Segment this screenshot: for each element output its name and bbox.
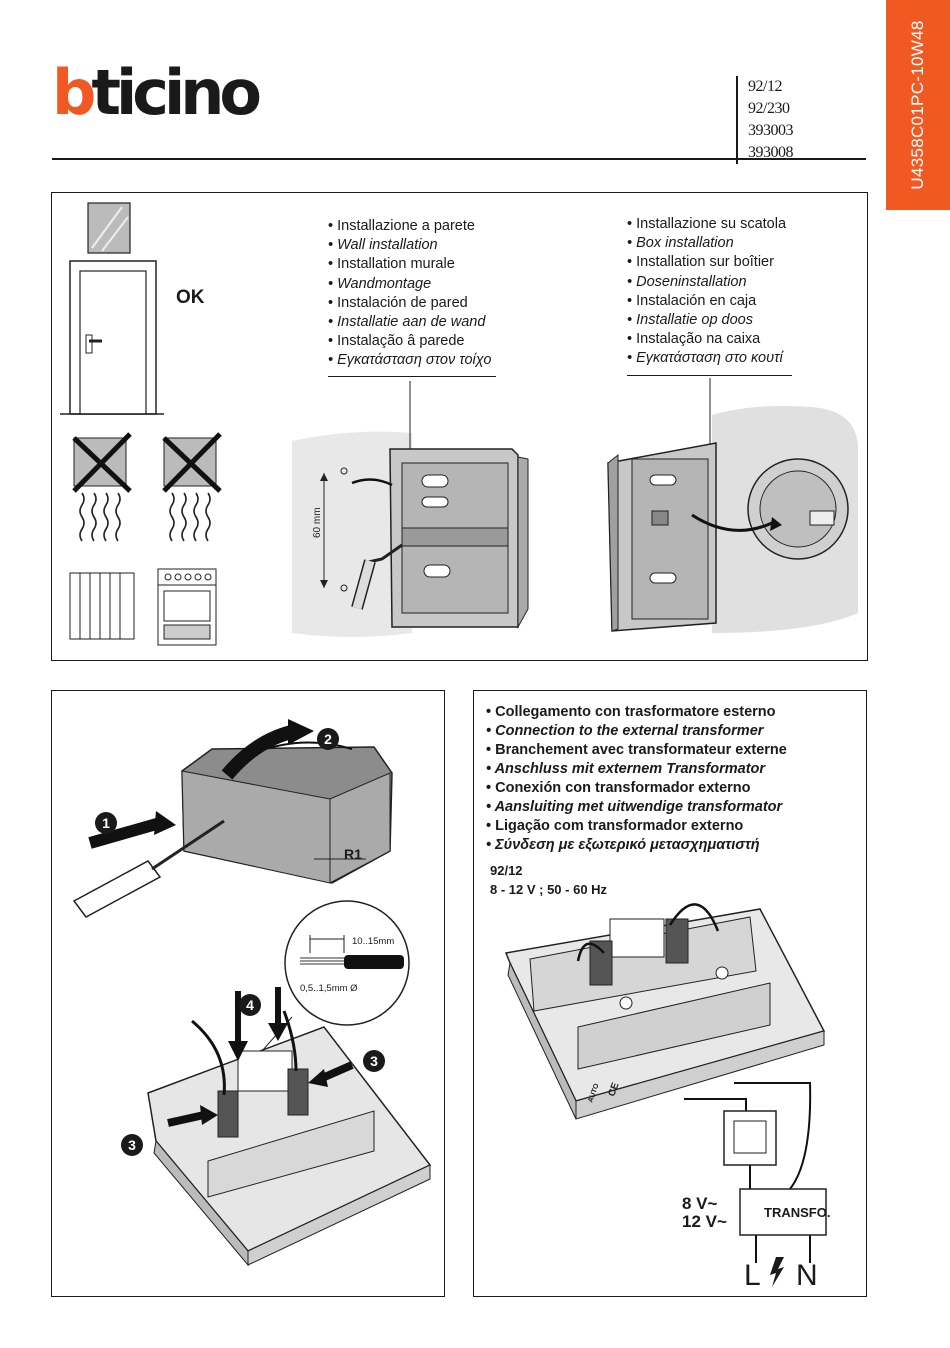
not-allowed-radiator-icon	[69, 432, 135, 640]
list-item: Aansluiting met uitwendige transformator	[486, 798, 787, 817]
connection-panel: Collegamento con trasformatore esterno C…	[473, 690, 867, 1297]
model-label: 92/12	[490, 863, 523, 878]
list-item: Wandmontage	[328, 275, 491, 294]
list-item: Σύνδεση με εξωτερικό μετασχηματιστή	[486, 836, 787, 855]
neutral-label: N	[796, 1259, 818, 1292]
installation-panel: 60 mm OK Installazione a parete Wall ins…	[51, 192, 868, 661]
window-icon	[87, 202, 131, 254]
list-item: Instalação â parede	[328, 332, 491, 351]
brand-logo-rest: ticino	[91, 56, 262, 129]
wall-list-underline	[328, 376, 496, 377]
box-list-underline	[627, 375, 792, 376]
cover-label: R1	[344, 846, 362, 862]
list-item: Installation murale	[328, 255, 491, 274]
cover-removal-panel: 1 2 3 3 4 R1 10..15mm 0,5..1,5mm Ø	[51, 690, 445, 1297]
transformer-label: TRANSFO.	[764, 1205, 830, 1220]
list-item: Installazione su scatola	[627, 215, 786, 234]
step-marker-3b	[121, 1134, 143, 1156]
list-item: Wall installation	[328, 236, 491, 255]
voltage-12-label: 12 V~	[682, 1212, 727, 1231]
wall-installation-drawing: 60 mm	[292, 381, 529, 637]
header-divider	[52, 158, 866, 160]
list-item: Installatie op doos	[627, 311, 786, 330]
wire-section-label: 0,5..1,5mm Ø	[300, 983, 358, 994]
strip-length-label: 10..15mm	[352, 936, 394, 947]
list-item: Branchement avec transformateur externe	[486, 741, 787, 760]
product-codes: 92/12 92/230 393003 393008	[736, 76, 794, 164]
step-marker-3a	[363, 1050, 385, 1072]
wall-installation-list: Installazione a parete Wall installation…	[328, 217, 491, 371]
list-item: Instalación en caja	[627, 292, 786, 311]
ok-label: OK	[176, 287, 205, 308]
supply-label: 8 - 12 V ; 50 - 60 Hz	[490, 882, 608, 897]
wire-strip-detail	[261, 900, 410, 1052]
list-item: Conexión con transformador externo	[486, 779, 787, 798]
wiring-illustrations: 1 2 3 3 4 R1 10..15mm 0,5..1,5mm Ø	[72, 719, 432, 1267]
list-item: Connection to the external transformer	[486, 722, 787, 741]
transformer-wiring	[684, 1082, 827, 1263]
door-icon	[60, 260, 164, 415]
document-code-tab: U4358C01PC-10W48	[886, 0, 950, 210]
cover-drawing	[181, 719, 393, 884]
lightning-icon	[770, 1257, 784, 1287]
product-code: 92/12	[748, 78, 782, 95]
list-item: Instalación de pared	[328, 294, 491, 313]
line-label: L	[744, 1259, 761, 1292]
product-code: 92/230	[748, 100, 790, 117]
ce-label: CE	[606, 1081, 621, 1098]
step-3b-label: 3	[128, 1137, 136, 1153]
step-3a-label: 3	[370, 1053, 378, 1069]
list-item: Instalação na caixa	[627, 330, 786, 349]
step-marker-4	[239, 994, 261, 1016]
step-marker-1	[95, 812, 117, 834]
list-item: Installazione a parete	[328, 217, 491, 236]
product-code: 393003	[748, 122, 794, 139]
step-marker-2	[317, 728, 339, 750]
list-item: Installatie aan de wand	[328, 313, 491, 332]
list-item: Anschluss mit externem Transformator	[486, 760, 787, 779]
list-item: Εγκατάσταση στον τοίχο	[328, 351, 491, 370]
base-drawing	[147, 987, 432, 1267]
list-item: Installation sur boîtier	[627, 253, 786, 272]
list-item: Collegamento con trasformatore esterno	[486, 703, 787, 722]
product-code: 393008	[748, 144, 794, 161]
step-4-label: 4	[246, 997, 254, 1013]
screwdriver-icon	[72, 811, 225, 918]
list-item: Εγκατάσταση στο κουτί	[627, 349, 786, 368]
installation-illustrations: 60 mm	[60, 202, 859, 646]
not-allowed-stove-icon	[157, 432, 222, 646]
document-code: U4358C01PC-10W48	[908, 20, 927, 190]
list-item: Ligação com transformador externo	[486, 817, 787, 836]
step-1-label: 1	[102, 815, 110, 831]
list-item: Box installation	[627, 234, 786, 253]
connection-diagram: TRANSFO. 8 V~ 12 V~ L N AUTO CE	[504, 903, 830, 1292]
dimension-label: 60 mm	[312, 507, 323, 538]
connection-title-list: Collegamento con trasformatore esterno C…	[486, 703, 787, 855]
list-item: Doseninstallation	[627, 273, 786, 292]
box-installation-list: Installazione su scatola Box installatio…	[627, 215, 786, 369]
brand-logo-b: b	[52, 56, 96, 129]
brand-logo: bticino	[52, 62, 262, 124]
box-installation-drawing	[607, 378, 859, 633]
base-connection-drawing	[504, 903, 826, 1120]
voltage-8-label: 8 V~	[682, 1194, 718, 1213]
step-2-label: 2	[324, 731, 332, 747]
